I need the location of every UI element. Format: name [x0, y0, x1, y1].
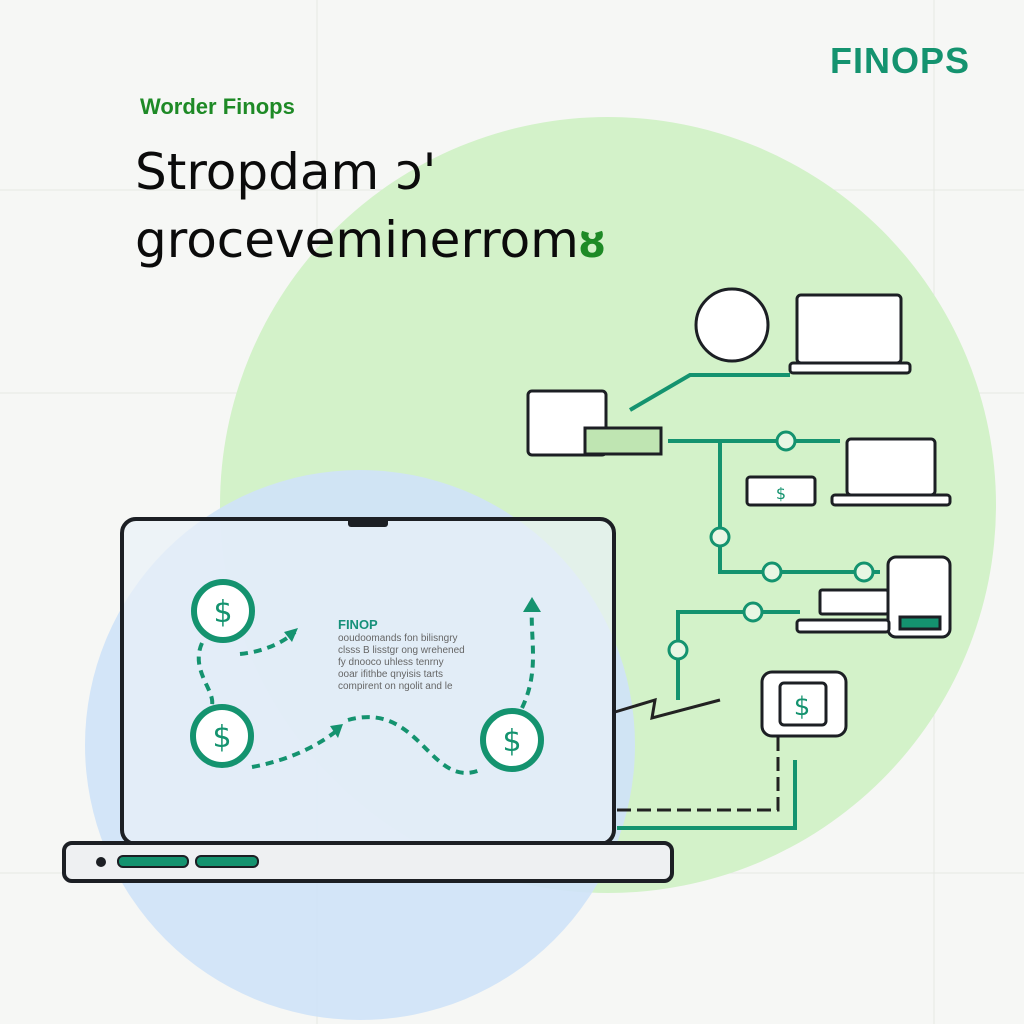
card-title: FINOP — [338, 617, 378, 632]
flow-arrows — [196, 604, 535, 775]
card-text-line: compirent on ngolit and le — [338, 681, 453, 692]
card-text-line: clsss B lisstgr ong wrehened — [338, 645, 465, 656]
dollar-glyph: $ $ $ $ $ — [212, 484, 810, 759]
svg-text:$: $ — [213, 595, 232, 630]
lightning-connector — [614, 697, 721, 721]
device-icons — [526, 287, 952, 738]
card-text-line: ooar ifithbe qnyisis tarts — [338, 669, 444, 680]
dollar-node-icon — [667, 430, 875, 661]
card-text-line: ooudoomands fon bilisngry — [338, 633, 458, 644]
svg-text:$: $ — [502, 724, 521, 759]
arrowhead-icon — [284, 597, 541, 738]
svg-text:$: $ — [794, 692, 811, 722]
cash-stack-icon — [583, 426, 663, 456]
brand-logo: FINOPS — [830, 40, 971, 81]
title-line-2: groceveminerromȣ — [135, 208, 605, 276]
dashed-connection — [617, 730, 780, 812]
laptop-icon — [845, 437, 937, 497]
svg-text:$: $ — [212, 720, 231, 755]
laptop-icon — [795, 293, 903, 365]
title-text: groceveminerrom — [135, 211, 579, 269]
svg-text:$: $ — [776, 484, 786, 503]
title-line-1: Stropdam ɔ' — [135, 143, 437, 201]
network-connections — [617, 373, 880, 830]
coins-icon — [694, 287, 770, 363]
laptop — [62, 517, 674, 883]
dollar-coin-icon — [190, 579, 544, 772]
card-text-line: fy dnooco uhless tenrny — [338, 657, 444, 668]
leaf-glyph-icon: ȣ — [578, 221, 606, 267]
banknote-icon — [745, 475, 817, 507]
subtitle: Worder Finops — [140, 94, 295, 119]
